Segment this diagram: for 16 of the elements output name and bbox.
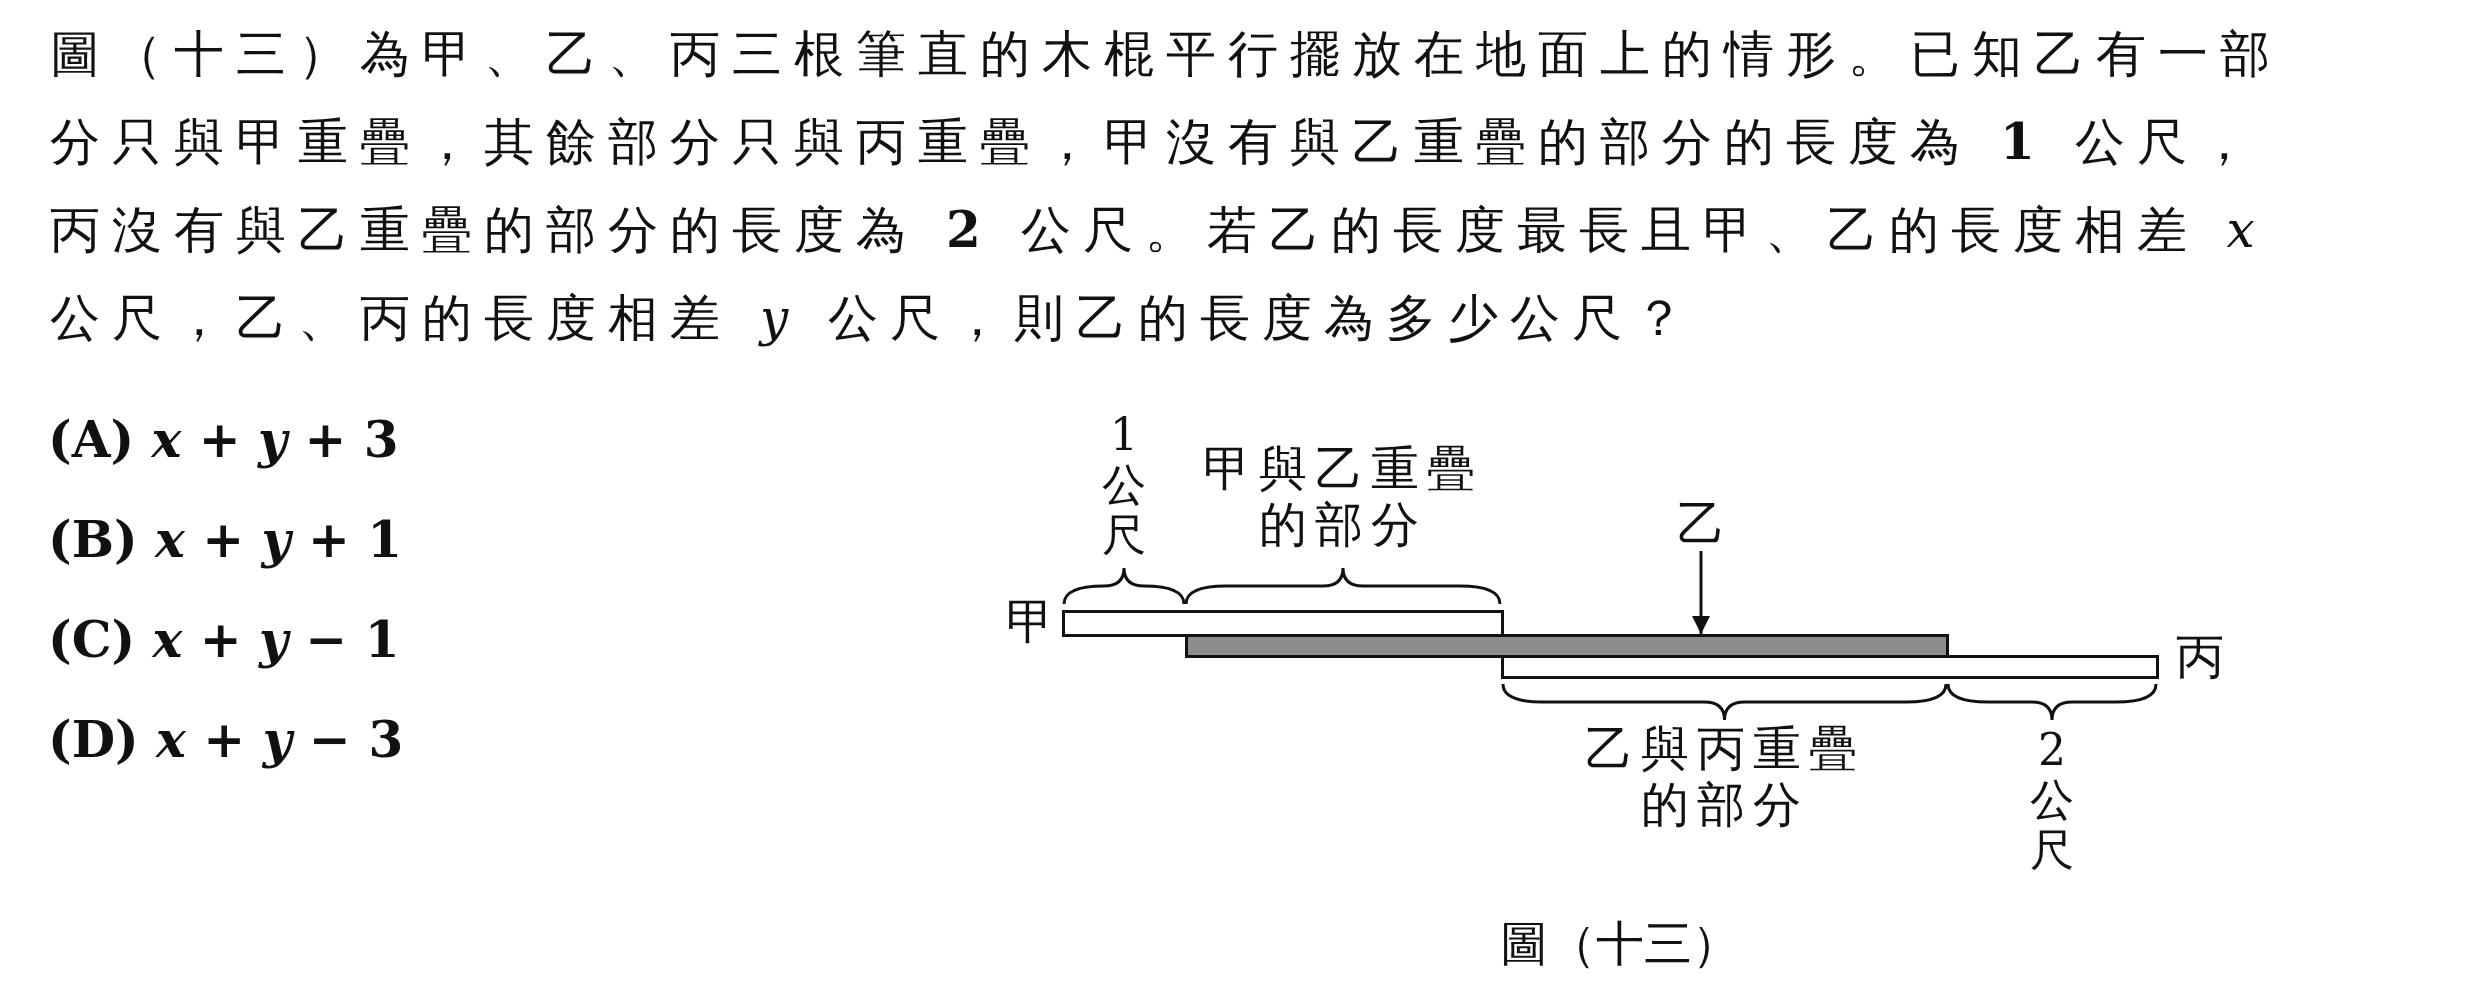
overlap-label: 甲與乙重疊的部分 <box>1202 440 1484 552</box>
figure-caption: 圖（十三） <box>1499 915 1741 971</box>
leader-label: 乙 <box>1676 495 1726 551</box>
answer-option: (B) x + y + 1 <box>48 510 403 570</box>
overlap-label: 乙與丙重疊的部分 <box>1584 720 1866 832</box>
length-label: 1公尺 <box>1101 410 1147 560</box>
stick-bar <box>1501 655 2159 679</box>
answer-option: (C) x + y − 1 <box>48 610 400 670</box>
leader-line <box>1692 551 1710 634</box>
stick-label: 甲 <box>1005 593 1055 649</box>
question-text: 圖（十三）為甲、乙、丙三根筆直的木棍平行擺放在地面上的情形。已知乙有一部分只與甲重疊，其餘部分只與丙重疊，甲沒有與乙重疊的部分的長度為 1 公尺，丙沒有與乙重疊的部分的長度為 2 公尺。若乙的長度最長且甲、乙的長度相差 x 公尺，乙、丙的長度相差 y 公尺，則乙的長度為多少公尺？ <box>50 24 2283 349</box>
stick-label: 丙 <box>2175 628 2225 684</box>
length-label: 2公尺 <box>2029 725 2075 875</box>
answer-option: (D) x + y − 3 <box>48 710 404 770</box>
stick-bar <box>1185 634 1949 658</box>
answer-option: (A) x + y + 3 <box>48 410 399 470</box>
